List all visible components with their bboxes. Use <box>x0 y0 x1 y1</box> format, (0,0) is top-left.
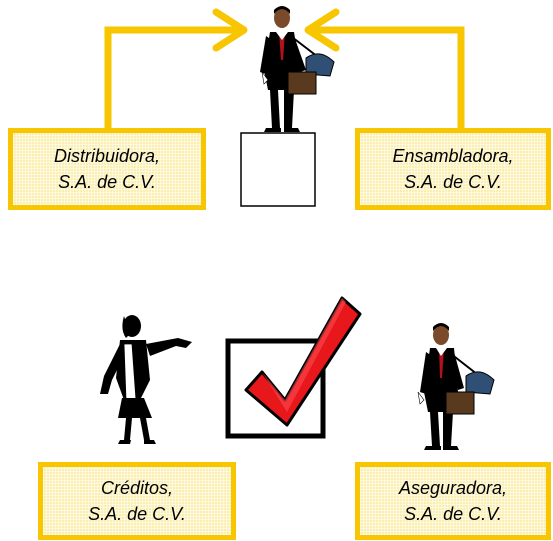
businessman-top-icon <box>260 6 335 132</box>
businesswoman-icon <box>100 315 192 444</box>
aseguradora-suffix: S.A. de C.V. <box>404 504 502 524</box>
arrow-right-icon <box>304 8 465 132</box>
aseguradora-box: Aseguradora, S.A. de C.V. <box>355 462 551 540</box>
ensambladora-suffix: S.A. de C.V. <box>404 172 502 192</box>
creditos-name: Créditos, <box>100 478 174 498</box>
creditos-box: Créditos, S.A. de C.V. <box>38 462 236 540</box>
aseguradora-name: Aseguradora, <box>398 478 508 498</box>
creditos-suffix: S.A. de C.V. <box>88 504 186 524</box>
ensambladora-box: Ensambladora, S.A. de C.V. <box>355 128 551 210</box>
checkmark-checkbox-icon <box>225 296 362 439</box>
distribuidora-name: Distribuidora, <box>53 146 161 166</box>
arrow-left-icon <box>104 8 248 132</box>
businessman-right-icon <box>417 323 495 450</box>
ensambladora-name: Ensambladora, <box>392 146 514 166</box>
distribuidora-box: Distribuidora, S.A. de C.V. <box>8 128 206 210</box>
empty-checkbox-icon <box>240 132 316 207</box>
distribuidora-suffix: S.A. de C.V. <box>58 172 156 192</box>
